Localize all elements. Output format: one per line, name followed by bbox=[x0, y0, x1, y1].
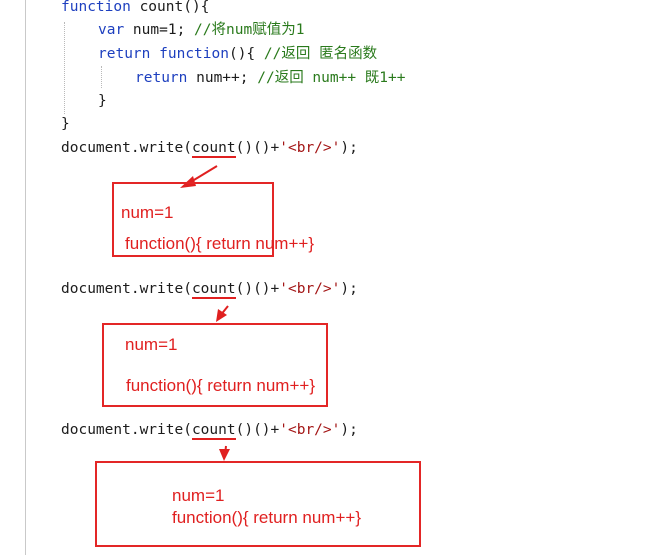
indent-guide-outer bbox=[64, 22, 65, 114]
annotation-2-line2: function(){ return num++} bbox=[126, 376, 316, 395]
code-comment: //返回 num++ 既1++ bbox=[257, 70, 406, 86]
annotation-2-line1: num=1 bbox=[125, 335, 178, 354]
call-parens: ()()+ bbox=[235, 140, 280, 156]
code-line-inner-brace: } bbox=[98, 90, 107, 112]
call-suffix: ); bbox=[340, 140, 358, 156]
call-string: '<br/>' bbox=[279, 422, 341, 438]
code-text: (){ bbox=[228, 46, 264, 62]
brace: } bbox=[98, 93, 107, 109]
keyword-var: var bbox=[98, 22, 125, 38]
code-line-document-write-2: document.write(count()()+'<br/>'); bbox=[61, 278, 358, 300]
call-fn-count: count bbox=[191, 140, 236, 158]
code-text: num=1; bbox=[124, 22, 195, 38]
editor-gutter-line bbox=[25, 0, 26, 555]
call-fn-count: count bbox=[191, 281, 236, 299]
code-line-document-write-3: document.write(count()()+'<br/>'); bbox=[61, 419, 358, 441]
call-prefix: document.write( bbox=[61, 422, 192, 438]
keyword-return: return bbox=[135, 70, 188, 86]
call-prefix: document.write( bbox=[61, 281, 192, 297]
call-suffix: ); bbox=[340, 281, 358, 297]
call-suffix: ); bbox=[340, 422, 358, 438]
code-text: num++; bbox=[187, 70, 258, 86]
call-prefix: document.write( bbox=[61, 140, 192, 156]
call-fn-count: count bbox=[191, 422, 236, 440]
call-string: '<br/>' bbox=[279, 140, 341, 156]
keyword-return: return bbox=[98, 46, 151, 62]
code-text: count(){ bbox=[130, 0, 210, 15]
code-line-return-num: return num++; //返回 num++ 既1++ bbox=[135, 67, 406, 89]
call-parens: ()()+ bbox=[235, 281, 280, 297]
annotation-box-2 bbox=[102, 323, 328, 407]
indent-guide-inner bbox=[101, 66, 102, 88]
code-line-function-def: function count(){ bbox=[61, 0, 209, 18]
code-comment: //返回 匿名函数 bbox=[263, 46, 378, 62]
annotation-1-line2: function(){ return num++} bbox=[125, 234, 315, 253]
code-line-return-function: return function(){ //返回 匿名函数 bbox=[98, 43, 377, 65]
code-comment: //将num赋值为1 bbox=[194, 22, 305, 38]
code-line-outer-brace: } bbox=[61, 113, 70, 135]
call-string: '<br/>' bbox=[279, 281, 341, 297]
annotation-box-1 bbox=[112, 182, 274, 257]
annotation-3-line1: num=1 bbox=[172, 486, 225, 505]
annotation-box-3 bbox=[95, 461, 421, 547]
annotation-3-line2: function(){ return num++} bbox=[172, 508, 362, 527]
code-line-document-write-1: document.write(count()()+'<br/>'); bbox=[61, 137, 358, 159]
brace: } bbox=[61, 116, 70, 132]
code-line-var: var num=1; //将num赋值为1 bbox=[98, 19, 304, 41]
annotation-1-line1: num=1 bbox=[121, 203, 174, 222]
call-parens: ()()+ bbox=[235, 422, 280, 438]
keyword-function: function bbox=[61, 0, 131, 15]
keyword-function: function bbox=[159, 46, 229, 62]
